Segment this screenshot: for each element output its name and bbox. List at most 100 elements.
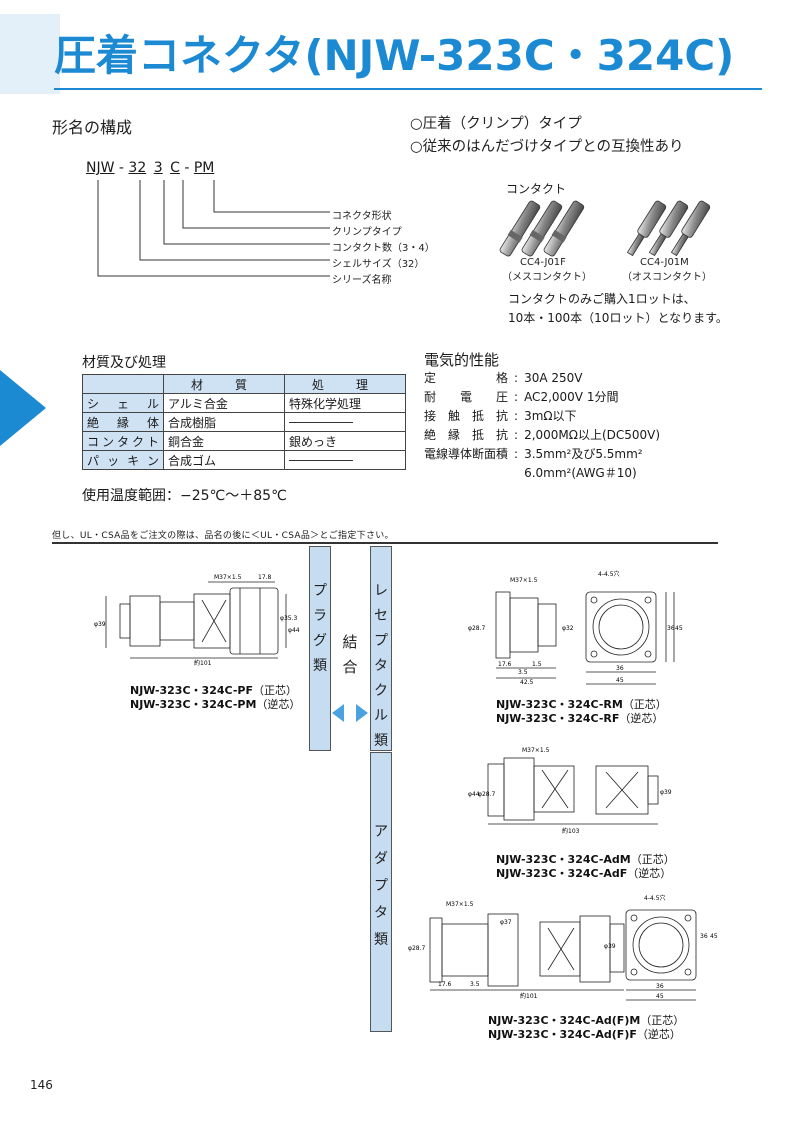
dim-45-h: 45 [616, 677, 624, 684]
code-shell: 32 [128, 160, 147, 176]
part-label: シェル [82, 393, 164, 413]
ul-csa-notice: 但し、UL・CSA品をご注文の際は、品名の後に＜UL・CSA品＞とご指定下さい。 [52, 531, 394, 541]
receptacle-drawing: M37×1.5 4-4.5穴 φ28.7 φ32 36 45 17.6 1.5 … [468, 570, 683, 686]
dim-phi44: φ44 [468, 791, 480, 798]
join-arrows-icon [332, 704, 368, 722]
treatment-cell: 特殊化学処理 [284, 393, 406, 413]
model-adfm: NJW-323C・324C-Ad(F)M（正芯） [488, 1014, 685, 1027]
temperature-range: 使用温度範囲：−25℃〜＋85℃ [82, 488, 287, 504]
plug-column-label: プラグ類 [313, 583, 327, 674]
elec-key: 耐電圧 [424, 390, 509, 404]
male-contact-image [626, 200, 711, 257]
adapter-drawing-2: M37×1.5 4-4.5穴 φ28.7 φ37 φ39 36 45 17.6 … [408, 894, 718, 1001]
table-row: シェル アルミ合金 特殊化学処理 [82, 393, 406, 413]
table-row: 定格:30A 250V [424, 368, 660, 387]
feature-crimp: ○圧着（クリンプ）タイプ [410, 116, 582, 132]
table-row: コンタクト 銅合金 銀めっき [82, 431, 406, 451]
feature-compat: ○従来のはんだづけタイプとの互換性あり [410, 139, 684, 155]
label-series: シリーズ名称 [332, 275, 392, 286]
receptacle-column: レセプタクル類 [370, 546, 392, 751]
male-contact-code: CC4-J01M [640, 257, 689, 268]
dim-425: 42.5 [520, 679, 534, 686]
code-dash2: - [184, 160, 190, 176]
elec-value: 2,000MΩ以上(DC500V) [524, 428, 661, 442]
dim-35: 3.5 [470, 981, 480, 988]
female-contact-code: CC4-J01F [520, 257, 566, 268]
model-adm: NJW-323C・324C-AdM（正芯） [496, 853, 675, 866]
elec-value: AC2,000V 1分間 [524, 390, 619, 404]
contacts-note-2: 10本・100本（10ロット）となります。 [508, 311, 728, 325]
plug-drawing: M37×1.5 17.8 φ39 φ35.3 φ44 約101 [94, 574, 300, 667]
dim-length-101: 約101 [194, 659, 212, 667]
dim-45-v: 45 [675, 625, 683, 632]
dim-35: 3.5 [518, 669, 528, 676]
dim-phi353: φ35.3 [280, 615, 298, 622]
table-row: 接触抵抗:3mΩ以下 [424, 406, 660, 425]
side-tab-marker [0, 370, 46, 446]
dim-phi39: φ39 [660, 789, 672, 796]
elec-key: 絶縁抵抗 [424, 428, 509, 442]
page-number: 146 [30, 1078, 53, 1092]
part-label: 絶縁体 [82, 412, 164, 432]
electrical-table: 定格:30A 250V 耐電圧:AC2,000V 1分間 接触抵抗:3mΩ以下 … [424, 368, 660, 482]
dim-15: 1.5 [532, 661, 542, 668]
model-rm: NJW-323C・324C-RM（正芯） [496, 698, 667, 711]
dim-45-h: 45 [656, 993, 664, 1000]
adapter-drawing-1: M37×1.5 φ44 φ28.7 φ39 約103 [468, 747, 672, 835]
naming-leader-lines [97, 180, 330, 277]
treatment-cell: 銀めっき [284, 431, 406, 451]
receptacle-column-label: レセプタクル類 [374, 583, 388, 749]
materials-heading: 材質及び処理 [82, 355, 166, 371]
elec-value: 30A 250V [524, 370, 583, 385]
elec-value: 3.5mm²及び5.5mm² [524, 447, 643, 461]
dim-length-101: 約101 [520, 992, 538, 1000]
elec-value-extra: 6.0mm²(AWG＃10) [524, 466, 637, 480]
dim-36-h: 36 [656, 983, 664, 990]
table-row: 材 質 処 理 [82, 374, 406, 394]
table-header-material: 材 質 [163, 374, 285, 394]
dim-phi287: φ28.7 [478, 791, 496, 798]
electrical-heading: 電気的性能 [424, 351, 500, 369]
dim-36-v: 36 [700, 933, 708, 940]
female-contact-name: （メスコンタクト） [502, 272, 592, 283]
dim-holes: 4-4.5穴 [644, 894, 666, 902]
code-series: NJW [86, 160, 115, 176]
contacts-note-1: コンタクトのみご購入1ロットは、 [508, 292, 696, 306]
male-contact-name: （オスコンタクト） [622, 272, 712, 283]
table-row: 電線導体断面積:3.5mm²及び5.5mm² [424, 444, 660, 463]
label-crimp: クリンプタイプ [332, 227, 402, 238]
empty-dash [289, 422, 353, 423]
label-shell: シェルサイズ（32） [332, 259, 425, 270]
dim-phi44: φ44 [288, 627, 300, 634]
label-contacts: コンタクト数（3・4） [332, 243, 435, 254]
adapter-column: アダプタ類 [370, 752, 392, 1032]
treatment-cell [284, 450, 406, 470]
dim-length-103: 約103 [562, 827, 580, 835]
contact-pictures [499, 200, 711, 257]
table-row: 絶縁体 合成樹脂 [82, 412, 406, 432]
model-adff: NJW-323C・324C-Ad(F)F（逆芯） [488, 1028, 681, 1041]
model-rf: NJW-323C・324C-RF（逆芯） [496, 712, 664, 725]
female-contact-image [499, 200, 585, 257]
materials-table: 材 質 処 理 シェル アルミ合金 特殊化学処理 絶縁体 合成樹脂 コンタクト … [82, 374, 406, 470]
dim-36-h: 36 [616, 665, 624, 672]
material-cell: 銅合金 [163, 431, 285, 451]
contacts-heading: コンタクト [506, 182, 567, 196]
dim-178: 17.8 [258, 574, 272, 581]
label-shape: コネクタ形状 [332, 211, 392, 222]
table-row: 絶縁抵抗:2,000MΩ以上(DC500V) [424, 425, 660, 444]
title-accent-block [0, 14, 60, 94]
elec-key: 定格 [424, 371, 509, 385]
treatment-cell [284, 412, 406, 432]
dim-176: 17.6 [498, 661, 512, 668]
dim-phi287: φ28.7 [468, 625, 486, 632]
naming-heading: 形名の構成 [52, 118, 133, 137]
adapter-column-label: アダプタ類 [374, 824, 388, 948]
material-cell: 合成ゴム [163, 450, 285, 470]
model-plug-pf: NJW-323C・324C-PF（正芯） [130, 684, 297, 697]
elec-value: 3mΩ以下 [524, 409, 577, 423]
dim-phi32: φ32 [562, 625, 574, 632]
elec-key: 接触抵抗 [424, 409, 509, 423]
model-plug-pm: NJW-323C・324C-PM（逆芯） [130, 698, 301, 711]
dim-thread: M37×1.5 [446, 901, 474, 908]
